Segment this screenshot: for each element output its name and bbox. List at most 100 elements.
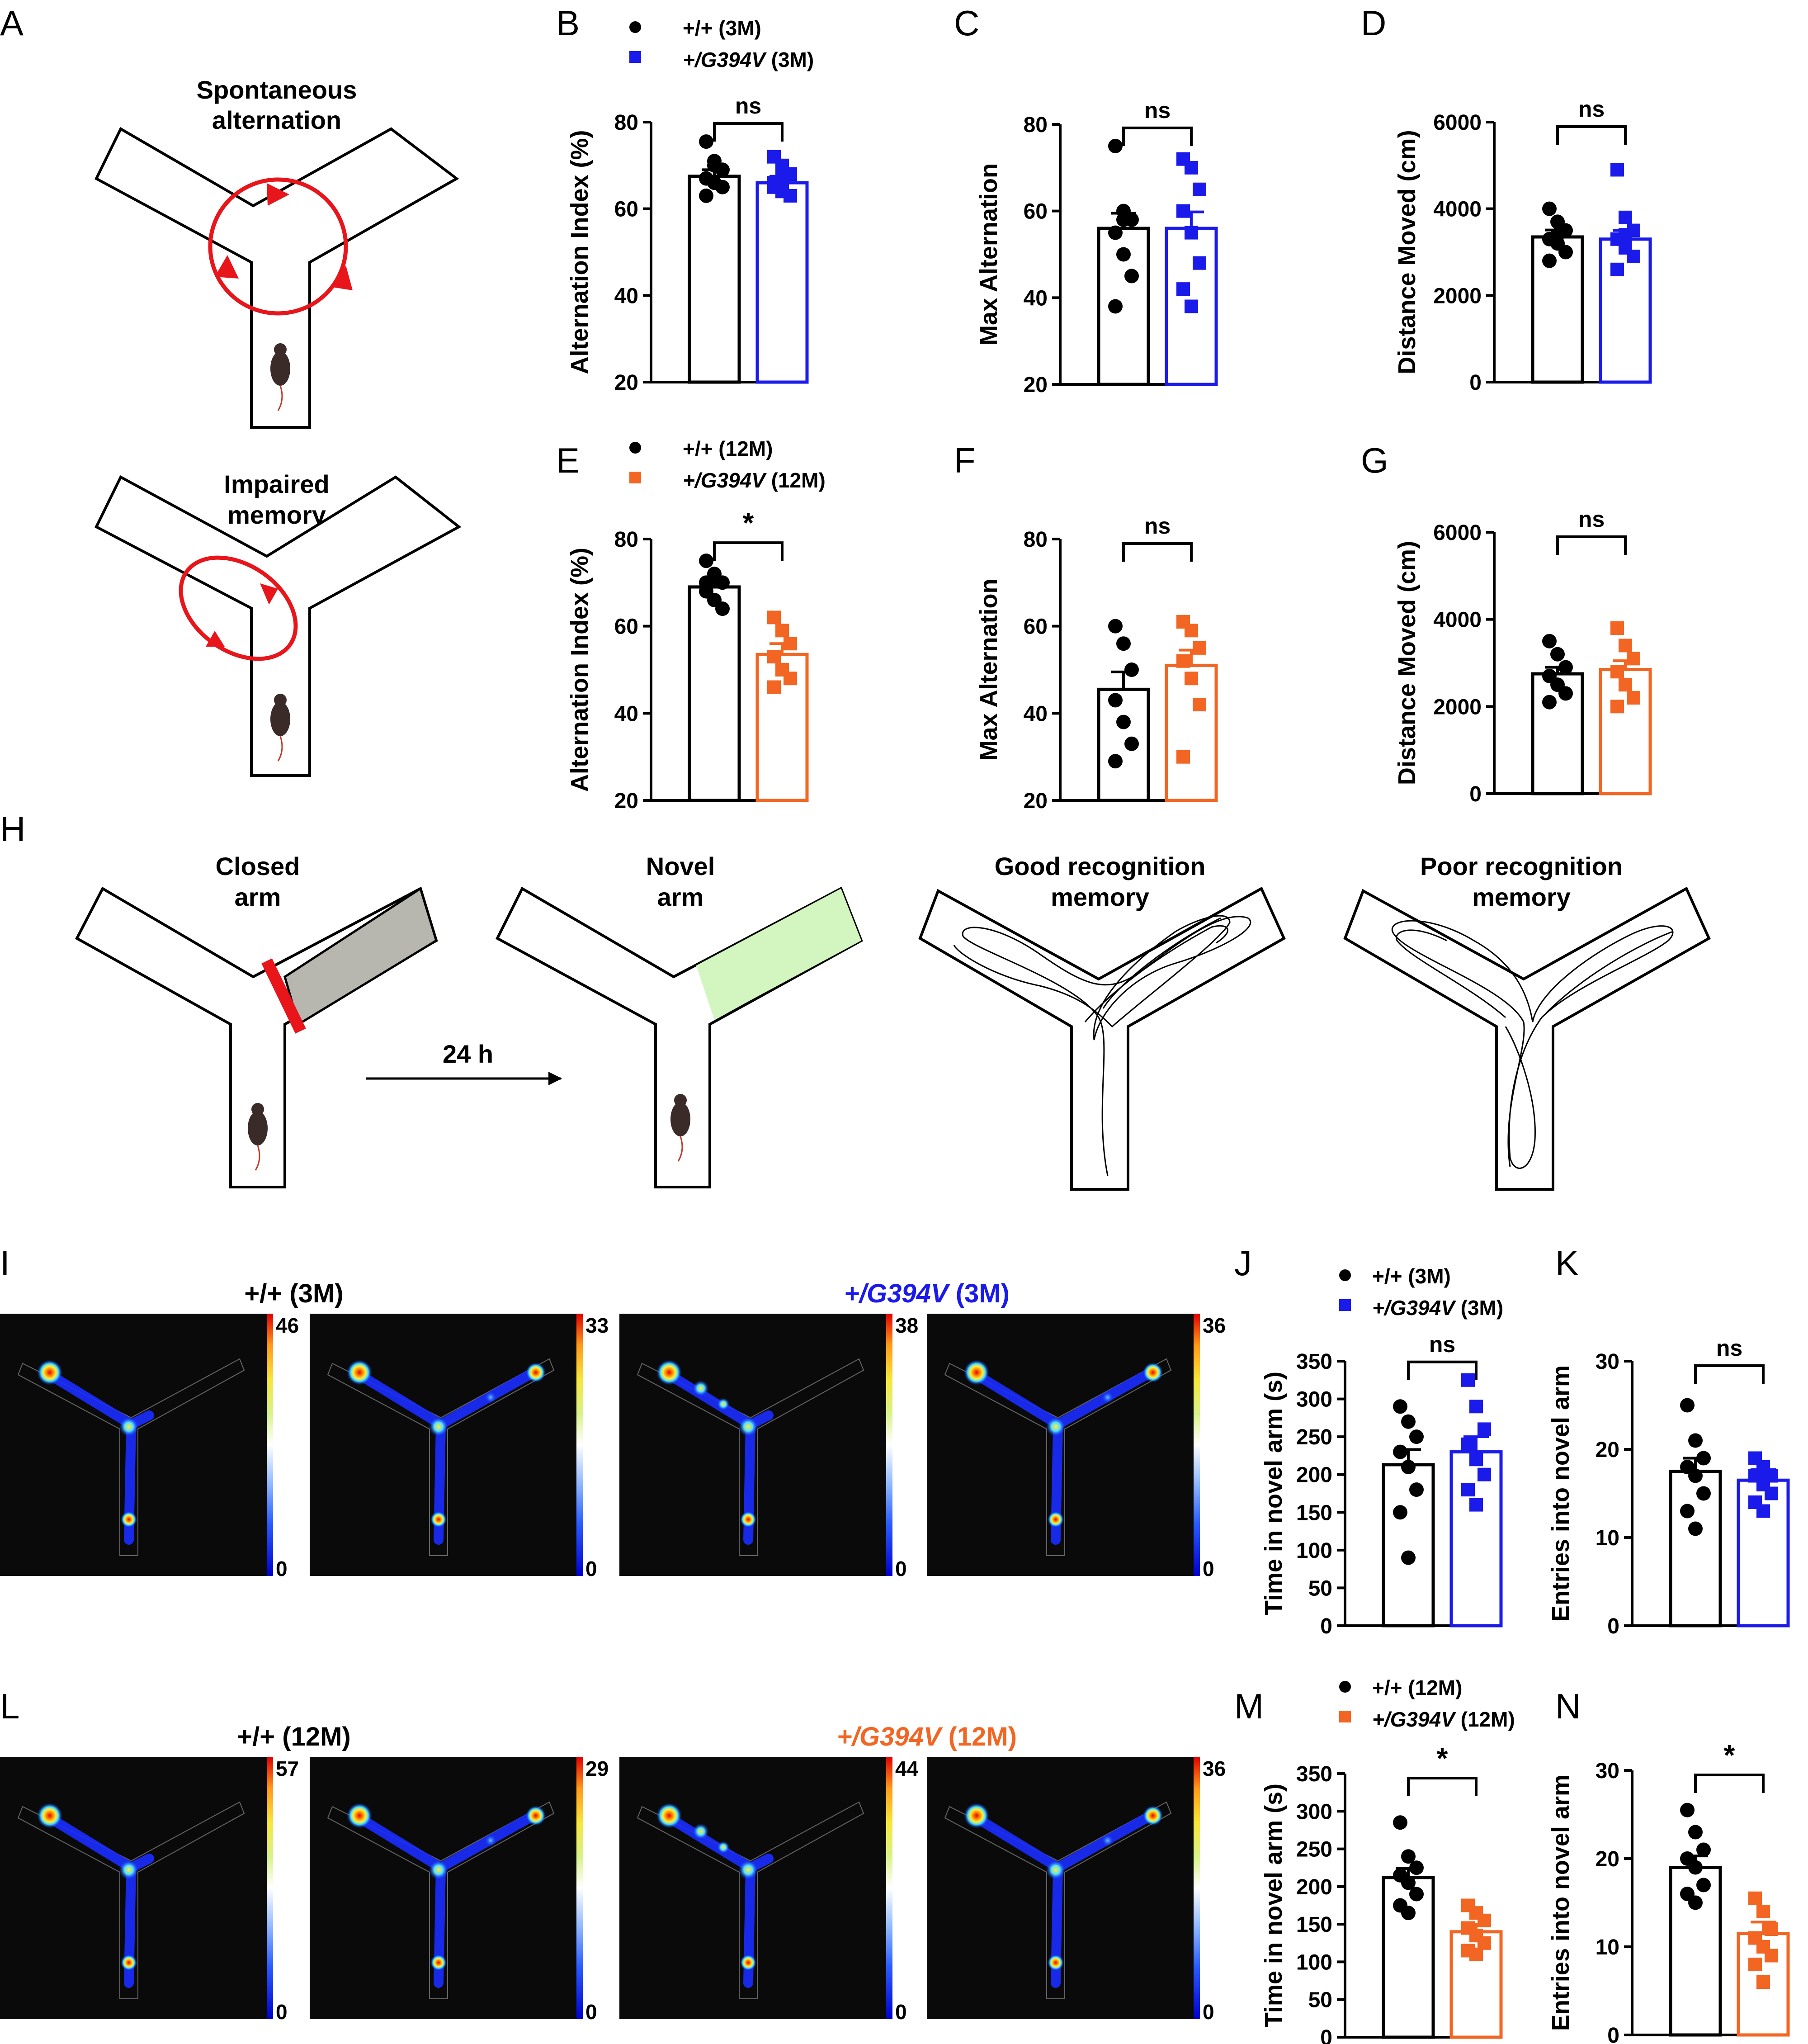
data-point [1610, 262, 1624, 276]
data-point [1193, 698, 1206, 712]
significance-label: * [743, 506, 754, 539]
heatmap-tile: 360 [927, 1314, 1226, 1580]
data-point [1550, 227, 1565, 242]
data-point [1393, 1505, 1407, 1520]
legend-mut-label: +/G394V (3M) [683, 48, 814, 71]
y-tick-label: 0 [1320, 1614, 1332, 1638]
good-memory-label-2: memory [1051, 883, 1149, 911]
panel-i-mut-title: +/G394V (3M) [844, 1279, 1010, 1308]
hotspot [693, 1380, 709, 1396]
panel-a: Spontaneous alternation Impaired memory [94, 76, 462, 777]
y-axis-label: Time in novel arm (s) [1260, 1372, 1287, 1615]
y-tick-label: 50 [1308, 1988, 1332, 2012]
y-tick-label: 80 [1024, 528, 1048, 552]
y-tick-label: 350 [1296, 1350, 1332, 1374]
data-point [1542, 634, 1557, 648]
data-point [775, 171, 789, 185]
panel-letter-e: E [556, 440, 580, 480]
data-point [1176, 654, 1190, 668]
significance-label: ns [1144, 513, 1171, 539]
colorbar-max-label: 36 [1203, 1757, 1226, 1780]
legend-wt-marker [1339, 1681, 1351, 1693]
data-point [1756, 1975, 1770, 1989]
significance-bracket [1407, 1360, 1478, 1380]
hotspot [121, 1954, 137, 1971]
hotspot [1048, 1954, 1064, 1971]
legend-mut-label: +/G394V (12M) [1372, 1708, 1515, 1731]
hotspot [740, 1511, 756, 1528]
data-point [1116, 636, 1131, 651]
maze-outline [327, 1801, 555, 1999]
y-tick-label: 20 [614, 789, 638, 813]
data-point [1469, 1947, 1483, 1961]
bar [1737, 1478, 1790, 1628]
data-point [775, 624, 789, 638]
panel-letter-l: L [0, 1686, 19, 1726]
maze-outline [944, 1358, 1172, 1556]
hotspot [429, 1417, 448, 1437]
data-point [1627, 250, 1640, 264]
panel-letter-i: I [0, 1243, 10, 1283]
data-point [1409, 1482, 1424, 1497]
data-point [1756, 1504, 1770, 1518]
legend-wt-marker [629, 442, 641, 454]
data-point [1401, 1906, 1416, 1921]
colorbar-min-label: 0 [585, 2000, 597, 2024]
hotspot [1046, 1417, 1066, 1437]
panel-a-bottom-label-1: Impaired [224, 470, 329, 498]
y-axis-label: Entries into novel arm [1547, 1774, 1574, 2031]
data-point [715, 575, 730, 590]
data-point [1627, 691, 1640, 705]
bar [1165, 663, 1218, 802]
colorbar-max-label: 44 [895, 1757, 919, 1780]
hotspot [1046, 1860, 1066, 1880]
legend-wt-label: +/+ (12M) [683, 437, 773, 460]
bar [1097, 687, 1150, 802]
bar [688, 175, 741, 384]
hotspot [347, 1360, 372, 1385]
data-point [1748, 1958, 1762, 1971]
good-memory-label-1: Good recognition [995, 852, 1206, 880]
significance-bracket [1556, 125, 1627, 145]
bar [1599, 237, 1652, 384]
panel-l: +/+ (12M) +/G394V (12M) [237, 1722, 1017, 1751]
panel-letter-k: K [1555, 1243, 1579, 1283]
colorbar [576, 1314, 583, 1576]
data-point [1688, 1860, 1703, 1875]
panel-letter-a: A [0, 3, 24, 43]
legend-wt-marker [1339, 1269, 1351, 1281]
hotspot [121, 1511, 137, 1528]
data-point [1619, 228, 1632, 242]
hotspot [526, 1806, 546, 1826]
y-tick-label: 200 [1296, 1463, 1332, 1487]
data-point [1185, 672, 1198, 686]
y-tick-label: 0 [1607, 2024, 1619, 2044]
panel-letter-j: J [1234, 1243, 1252, 1283]
y-tick-label: 40 [1024, 286, 1048, 310]
y-tick-label: 2000 [1433, 284, 1482, 308]
bar [1382, 1876, 1435, 2039]
data-point [1688, 1895, 1703, 1910]
colorbar-max-label: 29 [585, 1757, 609, 1780]
data-point [1619, 678, 1632, 692]
hotspot [37, 1803, 62, 1828]
panel-letters: A B C D E F G H I J K L M N [0, 3, 1581, 1726]
y-tick-label: 60 [614, 615, 638, 639]
hotspot [347, 1803, 372, 1828]
significance-bracket [1556, 535, 1627, 555]
hotspot [738, 1860, 758, 1880]
data-point [1124, 269, 1139, 284]
colorbar-min-label: 0 [895, 1557, 907, 1580]
data-point [1558, 660, 1573, 675]
y-tick-label: 20 [1024, 373, 1048, 397]
data-point [1393, 1399, 1407, 1414]
y-tick-label: 2000 [1433, 695, 1482, 719]
y-tick-label: 100 [1296, 1950, 1332, 1974]
data-point [1461, 1373, 1475, 1387]
data-point [1409, 1860, 1424, 1875]
panel-letter-g: G [1361, 440, 1388, 480]
